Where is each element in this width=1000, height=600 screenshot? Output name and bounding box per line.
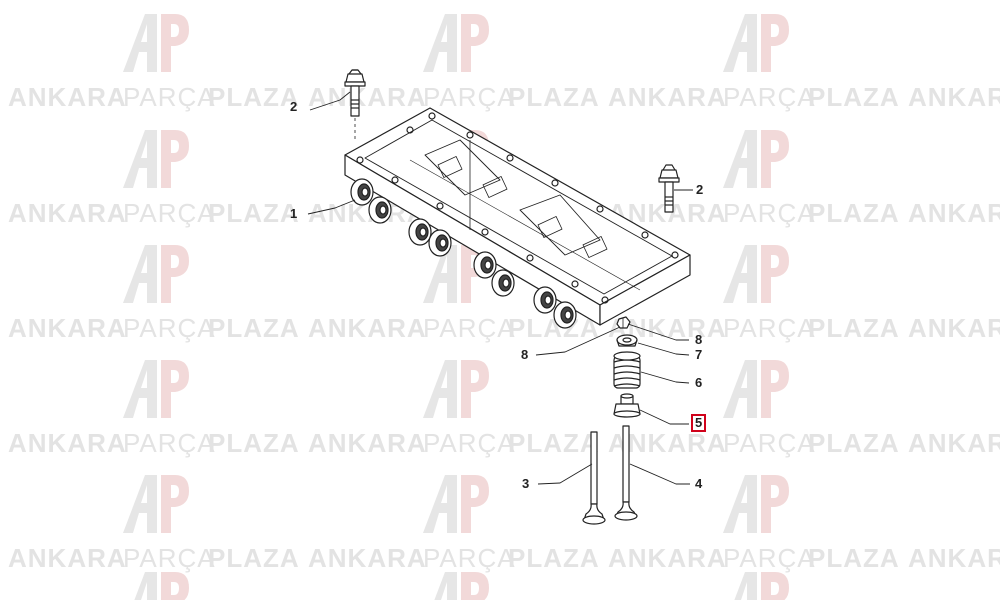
watermark-word: ANKARA <box>8 198 127 228</box>
watermark-word: PLAZA <box>808 428 900 458</box>
watermark-word: ANKARA <box>308 313 427 343</box>
valve-stem-seal-part-5 <box>613 393 641 418</box>
watermark-word: PLAZA <box>808 543 900 573</box>
ap-logo-icon <box>423 475 489 533</box>
valve-keeper-part-8 <box>616 316 631 329</box>
watermark-word: PLAZA <box>208 198 300 228</box>
watermark-word: PLAZA <box>808 82 900 112</box>
roller-follower <box>350 178 374 206</box>
ap-logo-icon <box>723 475 789 533</box>
watermark-word: PARÇA <box>723 313 816 343</box>
watermark-word: PARÇA <box>423 313 516 343</box>
watermark-word: ANKARA <box>308 428 427 458</box>
watermark-word: PLAZA <box>208 428 300 458</box>
watermark-word: PARÇA <box>723 543 816 573</box>
roller-follower <box>553 301 577 329</box>
watermark-word: PARÇA <box>723 198 816 228</box>
watermark-word: PLAZA <box>508 313 600 343</box>
valve-spring-part-6 <box>613 351 641 389</box>
watermark-word: ANKARA <box>308 543 427 573</box>
callout-label-2-left: 2 <box>290 99 298 114</box>
spring-retainer-part-7 <box>616 334 638 347</box>
ap-logo-icon <box>423 14 489 72</box>
watermark-word: ANKARA <box>308 82 427 112</box>
callout-label-3: 3 <box>522 476 530 491</box>
callout-label-5[interactable]: 5 <box>691 414 707 432</box>
watermark-word: PARÇA <box>423 82 516 112</box>
roller-follower <box>428 229 452 257</box>
watermark-word: ANKARA <box>8 313 127 343</box>
watermark-word: PLAZA <box>508 82 600 112</box>
roller-follower <box>533 286 557 314</box>
ap-logo-icon <box>123 360 189 418</box>
ap-logo-icon <box>734 572 789 600</box>
roller-follower <box>473 251 497 279</box>
watermark-word: PARÇA <box>123 543 216 573</box>
rocker-housing-part-1 <box>344 107 691 326</box>
callout-label-7: 7 <box>695 347 703 362</box>
watermark-word: ANKARA <box>608 82 727 112</box>
watermark-word: ANKARA <box>908 543 1000 573</box>
watermark-word: PARÇA <box>123 198 216 228</box>
ap-logo-icon <box>434 572 489 600</box>
watermark-word: PLAZA <box>508 428 600 458</box>
watermark-word: PARÇA <box>123 82 216 112</box>
watermark-word: ANKARA <box>908 313 1000 343</box>
watermark-word: ANKARA <box>608 543 727 573</box>
ap-logo-icon <box>123 475 189 533</box>
watermark-word: ANKARA <box>908 198 1000 228</box>
roller-follower <box>368 196 392 224</box>
callout-label-1: 1 <box>290 206 298 221</box>
rocker-rollers <box>350 178 577 329</box>
ap-logo-icon <box>123 14 189 72</box>
ap-logo-icon <box>723 360 789 418</box>
ap-logo-icon <box>123 245 189 303</box>
watermark-word: PARÇA <box>423 543 516 573</box>
watermark-word: PLAZA <box>808 198 900 228</box>
bolt-part-2-right <box>658 164 680 213</box>
ap-logo-icon <box>723 14 789 72</box>
watermark-word: ANKARA <box>908 428 1000 458</box>
callout-label-2-right: 2 <box>696 182 704 197</box>
watermark-word: PARÇA <box>123 428 216 458</box>
watermark-word: PLAZA <box>808 313 900 343</box>
watermark-word: ANKARA <box>8 428 127 458</box>
ap-logo-icon <box>723 245 789 303</box>
roller-follower <box>491 269 515 297</box>
watermark-word: PARÇA <box>723 82 816 112</box>
bolt-part-2-left <box>344 69 366 140</box>
watermark-word: PARÇA <box>423 428 516 458</box>
ap-logo-icon <box>723 130 789 188</box>
ap-logo-icon <box>423 360 489 418</box>
watermark-word: ANKARA <box>908 82 1000 112</box>
watermark-word: PLAZA <box>508 543 600 573</box>
valve-part-3 <box>582 431 606 525</box>
leader-lines <box>307 91 693 485</box>
callout-label-4: 4 <box>695 476 703 491</box>
watermark-word: PLAZA <box>208 543 300 573</box>
callout-label-8-right: 8 <box>695 332 703 347</box>
ap-logo-icon <box>134 572 189 600</box>
watermark-word: PARÇA <box>123 313 216 343</box>
watermark-word: PLAZA <box>208 313 300 343</box>
callout-label-6: 6 <box>695 375 703 390</box>
watermark-word: ANKARA <box>8 82 127 112</box>
valve-part-4 <box>614 425 638 521</box>
roller-follower <box>408 218 432 246</box>
ap-logo-icon <box>123 130 189 188</box>
watermark-word: ANKARA <box>8 543 127 573</box>
watermark-word: PLAZA <box>208 82 300 112</box>
watermark-word: PARÇA <box>723 428 816 458</box>
callout-label-8-left: 8 <box>521 347 529 362</box>
